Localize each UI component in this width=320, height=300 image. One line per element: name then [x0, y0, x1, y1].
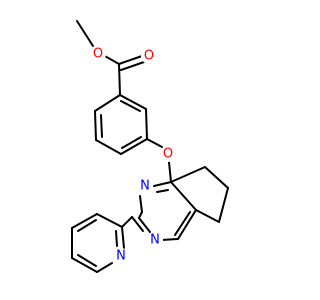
- bond: [131, 216, 144, 232]
- bond: [121, 136, 142, 149]
- diagram-canvas: O O O N N N: [71, 20, 229, 273]
- bond: [121, 226, 125, 249]
- bond: [115, 230, 118, 247]
- bond: [71, 213, 98, 229]
- bond: [160, 238, 179, 241]
- bond: [138, 217, 151, 233]
- atom-ester-oxygen: O: [90, 46, 106, 62]
- bond: [177, 209, 197, 240]
- bond: [121, 216, 133, 228]
- atom-pyridine-nitrogen: N: [113, 248, 129, 264]
- bond: [77, 254, 97, 267]
- bond: [174, 211, 191, 236]
- bond: [120, 138, 148, 155]
- bond: [120, 100, 141, 112]
- atom-ether-oxygen: O: [160, 146, 176, 162]
- bond: [96, 262, 113, 273]
- bond: [138, 211, 143, 219]
- bond: [218, 187, 229, 223]
- bond: [71, 257, 98, 273]
- bond: [77, 219, 97, 232]
- bond: [102, 54, 120, 65]
- svg-text:O: O: [93, 47, 103, 62]
- svg-text:N: N: [140, 179, 150, 194]
- svg-text:N: N: [116, 249, 126, 264]
- bond: [119, 94, 147, 110]
- svg-text:O: O: [163, 147, 173, 162]
- bond: [100, 114, 103, 138]
- svg-text:O: O: [144, 49, 154, 64]
- bond: [118, 55, 143, 65]
- bond: [120, 61, 145, 71]
- bond: [94, 110, 97, 141]
- bond: [96, 213, 123, 228]
- bond: [195, 209, 220, 223]
- svg-text:N: N: [150, 233, 160, 248]
- atom-pyrimidine-nitrogen-upper: N: [137, 178, 153, 194]
- bond-lines: [71, 20, 229, 273]
- bond: [204, 166, 229, 189]
- bond: [145, 108, 148, 140]
- bond: [76, 20, 94, 47]
- atom-labels: O O O N N N: [90, 46, 176, 264]
- bond: [170, 181, 197, 211]
- bond: [153, 181, 172, 187]
- bond: [146, 138, 163, 148]
- atom-carbonyl-oxygen: O: [141, 48, 157, 64]
- bond: [170, 166, 206, 183]
- bond: [94, 94, 121, 112]
- bond: [95, 139, 122, 155]
- bond: [118, 63, 121, 96]
- bond: [139, 195, 143, 213]
- bond: [156, 189, 169, 193]
- atom-pyrimidine-nitrogen-lower: N: [147, 232, 163, 248]
- bond: [168, 161, 172, 183]
- molecule-structure: O O O N N N: [71, 20, 229, 273]
